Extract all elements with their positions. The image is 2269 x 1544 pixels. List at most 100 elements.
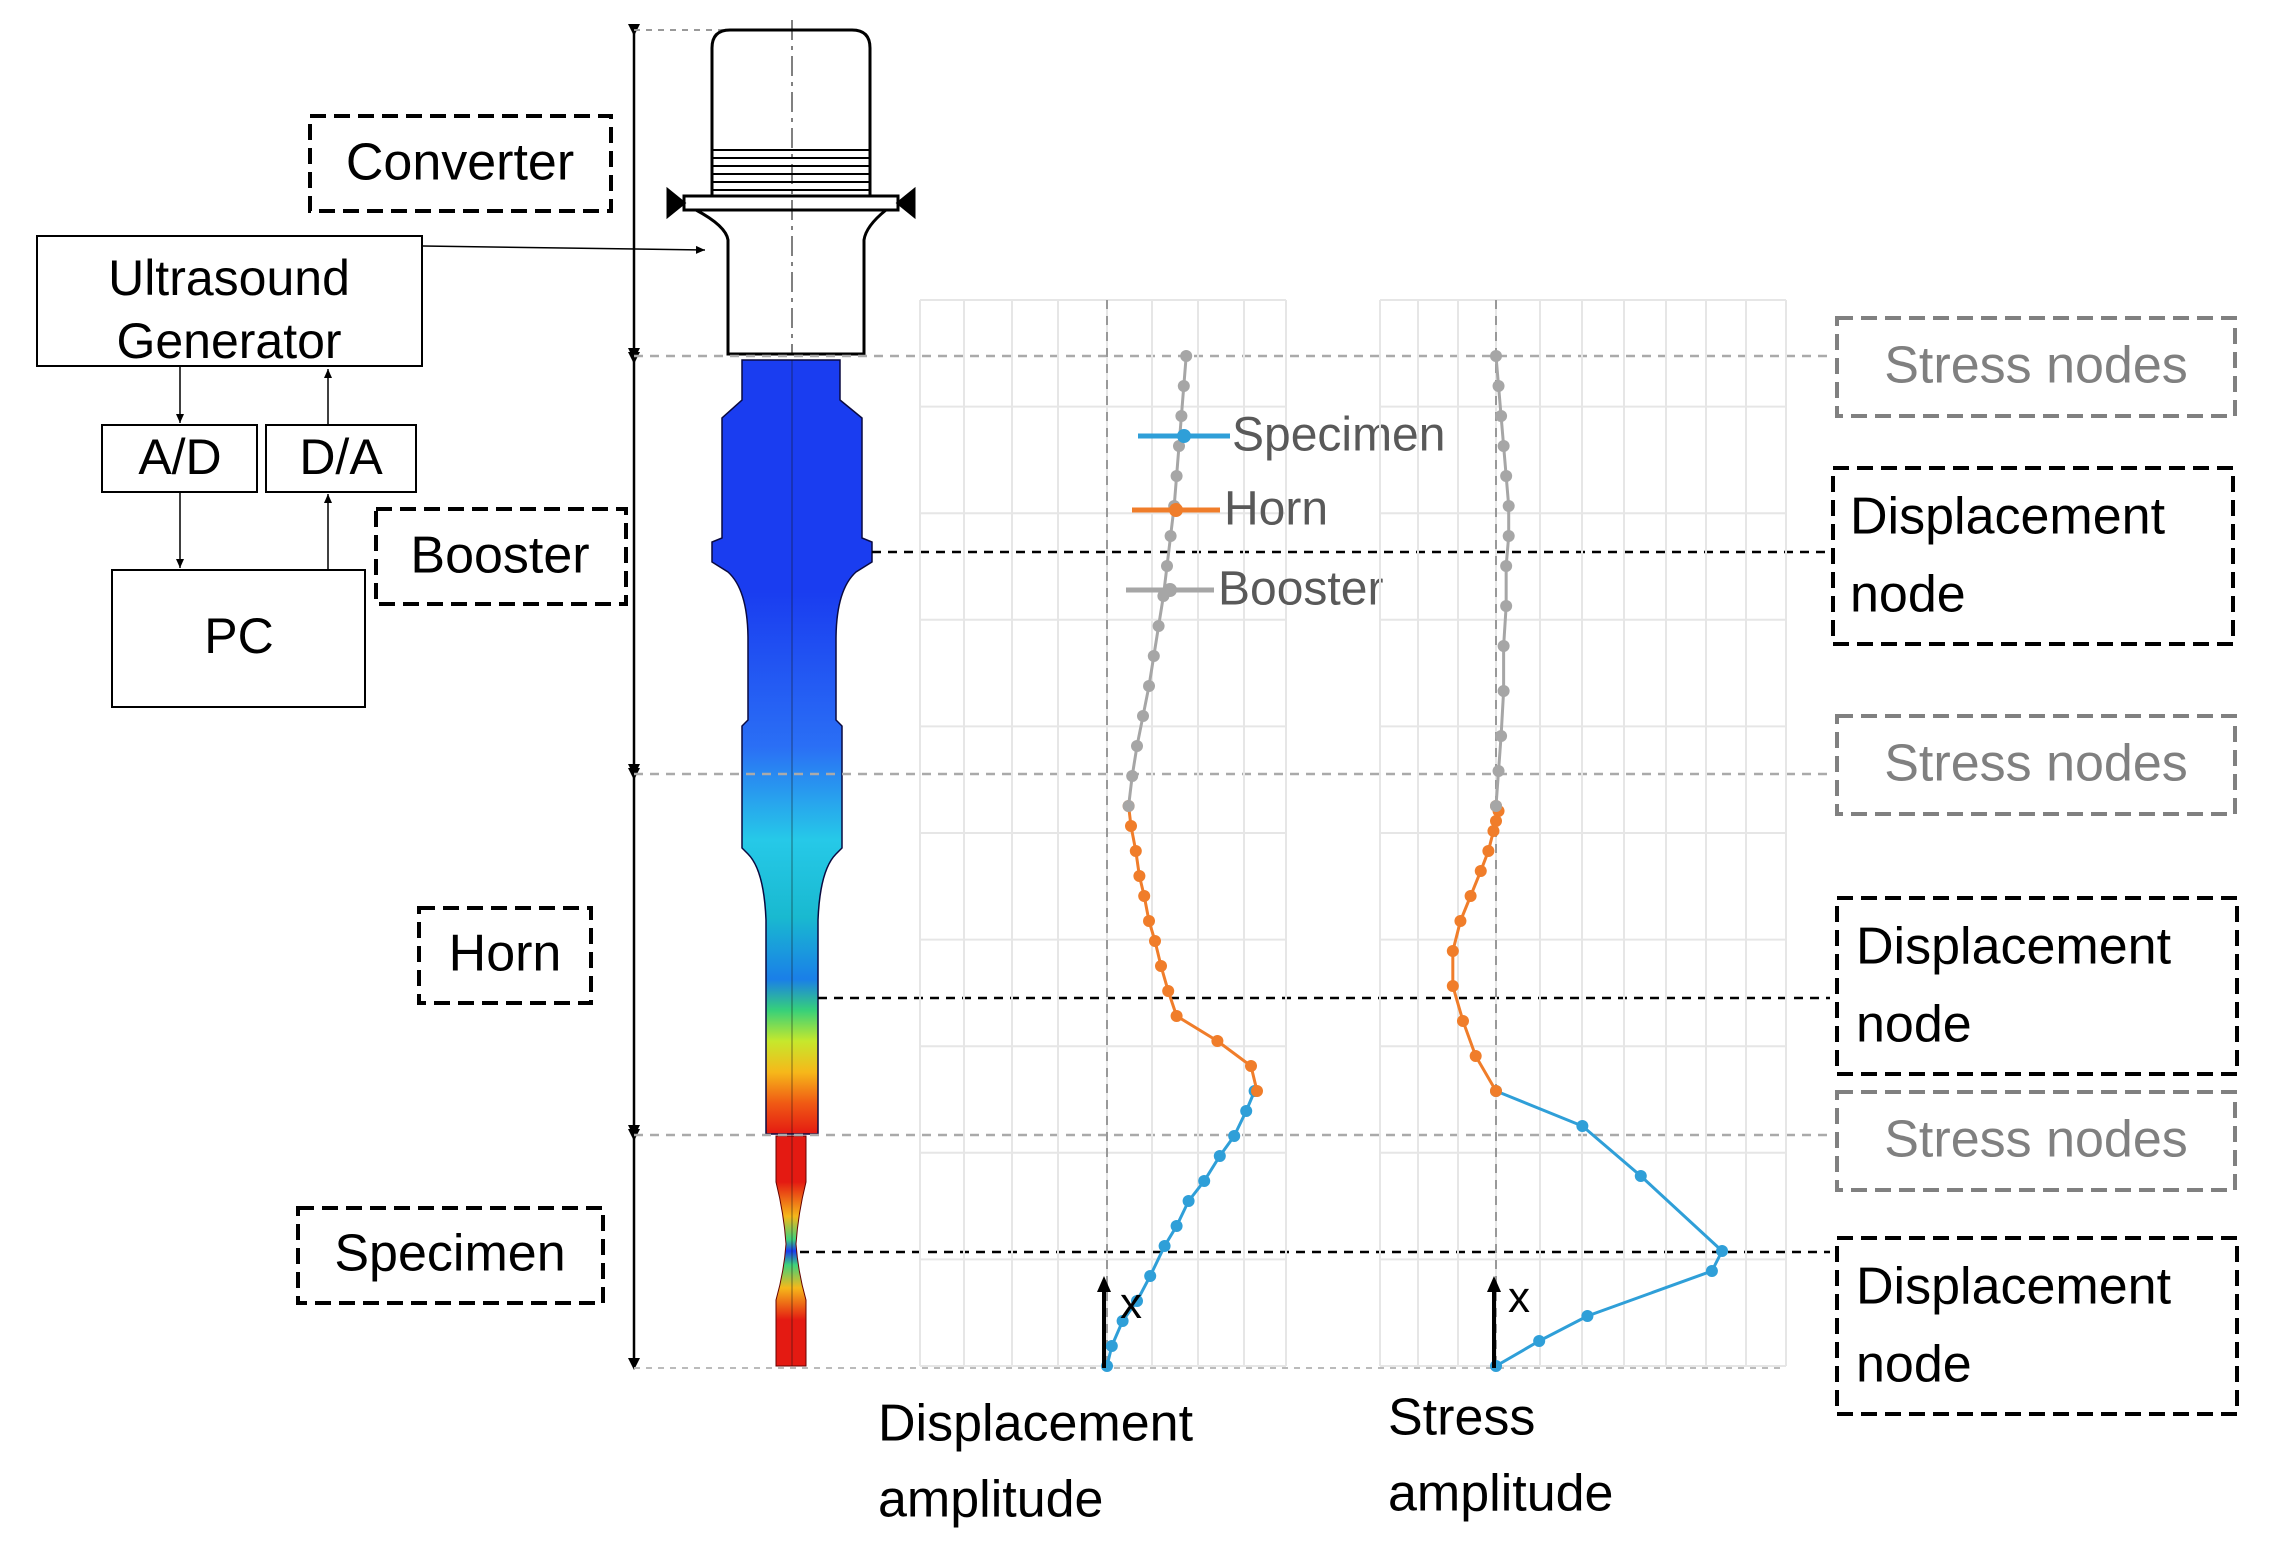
legend-booster-marker xyxy=(1163,583,1177,597)
displacement-chart-xlabel-line2: amplitude xyxy=(878,1471,1103,1529)
horn-data-point xyxy=(1155,960,1167,972)
displacement-node-label-3-line2: node xyxy=(1856,1336,1972,1394)
generator-label-line2: Generator xyxy=(116,313,341,369)
horn-data-point xyxy=(1456,1015,1469,1027)
specimen-data-point xyxy=(1158,1240,1171,1252)
converter-ribs xyxy=(712,149,870,191)
horn-data-point xyxy=(1125,820,1137,832)
da-converter-box xyxy=(265,424,417,493)
horn-data-point xyxy=(1245,1060,1257,1072)
booster-data-point xyxy=(1492,380,1505,392)
specimen-label: Specimen xyxy=(334,1225,565,1283)
stress-chart-x-symbol: x xyxy=(1508,1273,1530,1322)
displacement-chart-legend: Specimen Horn Booster xyxy=(1126,409,1445,616)
legend-specimen-marker xyxy=(1177,429,1191,443)
converter-label: Converter xyxy=(346,134,574,192)
stress-node-box-1 xyxy=(1835,316,2237,418)
stress-node-label-2: Stress nodes xyxy=(1884,735,2188,793)
booster-data-point xyxy=(1180,350,1193,362)
booster-data-point xyxy=(1500,470,1513,482)
stress-node-label-3: Stress nodes xyxy=(1884,1111,2188,1169)
specimen-data-point xyxy=(1144,1270,1157,1282)
booster-data-point xyxy=(1497,440,1510,452)
displacement-node-box-3 xyxy=(1835,1236,2239,1416)
generator-label-line1: Ultrasound xyxy=(108,250,350,306)
horn-label-box xyxy=(417,906,593,1005)
stress-node-box-3 xyxy=(1835,1090,2237,1192)
specimen-data-point xyxy=(1213,1150,1226,1162)
horn-data-point xyxy=(1464,890,1477,902)
booster-data-point xyxy=(1143,680,1155,692)
specimen-data-point xyxy=(1576,1120,1589,1132)
booster-data-point xyxy=(1497,685,1510,697)
horn-label: Horn xyxy=(449,925,562,983)
horn-data-point xyxy=(1170,1010,1183,1022)
legend-booster-label: Booster xyxy=(1218,563,1383,616)
booster-data-point xyxy=(1492,765,1505,777)
booster-data-point xyxy=(1122,800,1135,812)
horn-data-point xyxy=(1129,845,1142,857)
booster-data-point xyxy=(1497,640,1510,652)
displacement-node-box-2 xyxy=(1835,896,2239,1076)
pc-label: PC xyxy=(204,608,273,664)
specimen-series-line xyxy=(1495,1089,1724,1368)
ultrasound-generator-box xyxy=(36,235,423,367)
horn-data-point xyxy=(1474,865,1487,877)
stress-node-label-1: Stress nodes xyxy=(1884,337,2188,395)
converter-neck xyxy=(695,208,891,356)
specimen-data-point xyxy=(1131,1295,1143,1307)
specimen-data-point xyxy=(1182,1195,1195,1207)
booster-data-point xyxy=(1502,530,1515,542)
node-labels: Stress nodes Displacement node Stress no… xyxy=(1831,316,2239,1416)
specimen-data-point xyxy=(1705,1265,1718,1277)
horn-data-point xyxy=(1490,1085,1502,1097)
horn-data-point xyxy=(1487,825,1500,837)
pc-box xyxy=(111,569,366,708)
horn-data-point xyxy=(1149,935,1161,947)
displacement-chart: x Specimen Horn Booster Displacement amp… xyxy=(878,299,1445,1529)
legend-horn-label: Horn xyxy=(1224,483,1328,536)
booster-data-point xyxy=(1173,440,1185,452)
converter-label-box xyxy=(308,114,613,213)
booster-data-point xyxy=(1131,740,1143,752)
booster-data-point xyxy=(1126,770,1139,782)
horn-data-point xyxy=(1138,890,1151,902)
legend-specimen-label: Specimen xyxy=(1232,409,1445,462)
booster-data-point xyxy=(1502,500,1515,512)
booster-data-point xyxy=(1490,350,1502,362)
dimension-arrows xyxy=(628,24,1780,1370)
horn-data-point xyxy=(1133,870,1146,882)
booster-series-line xyxy=(1127,355,1188,807)
horn-data-point xyxy=(1469,1050,1482,1062)
specimen-data-point xyxy=(1581,1310,1594,1322)
booster-data-point xyxy=(1490,800,1502,812)
generator-to-converter-arrow xyxy=(422,245,706,254)
booster-data-point xyxy=(1500,560,1513,572)
stress-node-box-2 xyxy=(1835,714,2237,816)
stress-chart-xlabel-line2: amplitude xyxy=(1388,1465,1613,1523)
specimen-data-point xyxy=(1105,1340,1118,1352)
displacement-node-box-1 xyxy=(1831,466,2235,646)
converter-body xyxy=(710,28,872,198)
displacement-chart-xlabel-line1: Displacement xyxy=(878,1395,1194,1453)
displacement-node-label-2-line2: node xyxy=(1856,996,1972,1054)
component-labels: Converter Booster Horn Specimen xyxy=(296,114,628,1305)
displacement-node-label-1-line1: Displacement xyxy=(1850,488,2166,546)
displacement-chart-series xyxy=(1101,350,1263,1372)
booster-data-point xyxy=(1152,620,1165,632)
booster-data-point xyxy=(1170,470,1183,482)
booster-data-point xyxy=(1500,600,1513,612)
fe-model xyxy=(711,359,873,1367)
booster-data-point xyxy=(1161,560,1173,572)
converter-flange xyxy=(682,194,900,212)
stress-chart-series xyxy=(1446,350,1729,1372)
displacement-node-label-1-line2: node xyxy=(1850,566,1966,624)
horn-data-point xyxy=(1446,945,1459,957)
horn-data-point xyxy=(1482,845,1495,857)
stress-chart-xlabel-line1: Stress xyxy=(1388,1389,1535,1447)
booster-label-box xyxy=(374,507,628,606)
stress-chart-grid xyxy=(1379,299,1787,1367)
specimen-data-point xyxy=(1634,1170,1647,1182)
booster-data-point xyxy=(1177,380,1190,392)
converter-support-left xyxy=(666,186,687,220)
